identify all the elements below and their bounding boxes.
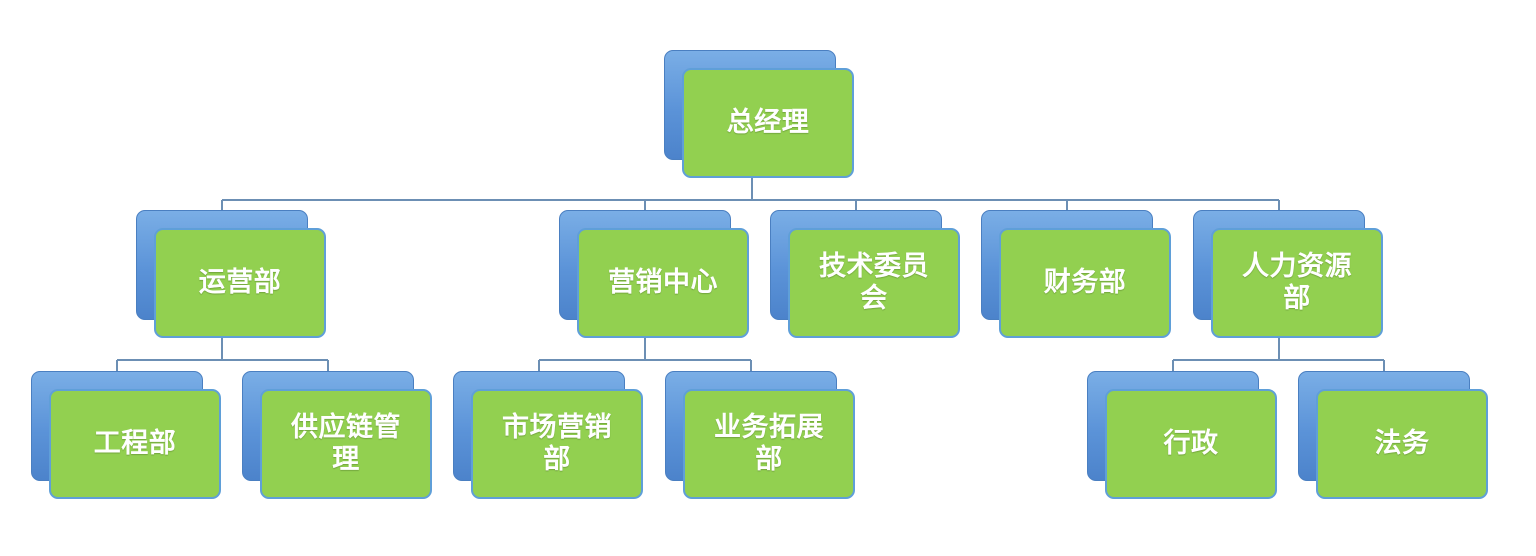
node-label: 供应链管理 bbox=[291, 412, 401, 475]
node-market-marketing: 市场营销部 bbox=[453, 371, 643, 499]
node-marketing-center: 营销中心 bbox=[559, 210, 749, 338]
node-label: 总经理 bbox=[726, 107, 810, 138]
node-box: 营销中心 bbox=[577, 228, 749, 338]
node-box: 总经理 bbox=[682, 68, 854, 178]
node-label: 法务 bbox=[1374, 428, 1430, 459]
node-label: 工程部 bbox=[93, 428, 177, 459]
node-label: 运营部 bbox=[198, 267, 282, 298]
node-general-manager: 总经理 bbox=[664, 50, 854, 178]
node-label: 行政 bbox=[1163, 428, 1219, 459]
node-engineering: 工程部 bbox=[31, 371, 221, 499]
node-administration: 行政 bbox=[1087, 371, 1277, 499]
node-label: 市场营销部 bbox=[502, 412, 612, 475]
node-box: 市场营销部 bbox=[471, 389, 643, 499]
node-supply-chain: 供应链管理 bbox=[242, 371, 432, 499]
node-operations: 运营部 bbox=[136, 210, 326, 338]
node-box: 工程部 bbox=[49, 389, 221, 499]
node-business-development: 业务拓展部 bbox=[665, 371, 855, 499]
node-technical-committee: 技术委员会 bbox=[770, 210, 960, 338]
node-box: 技术委员会 bbox=[788, 228, 960, 338]
node-box: 行政 bbox=[1105, 389, 1277, 499]
node-finance: 财务部 bbox=[981, 210, 1171, 338]
node-label: 技术委员会 bbox=[819, 251, 929, 314]
node-box: 财务部 bbox=[999, 228, 1171, 338]
node-label: 财务部 bbox=[1043, 267, 1127, 298]
node-label: 人力资源部 bbox=[1242, 251, 1352, 314]
node-box: 法务 bbox=[1316, 389, 1488, 499]
node-human-resources: 人力资源部 bbox=[1193, 210, 1383, 338]
node-label: 业务拓展部 bbox=[714, 412, 824, 475]
node-label: 营销中心 bbox=[608, 267, 718, 298]
node-box: 运营部 bbox=[154, 228, 326, 338]
node-box: 人力资源部 bbox=[1211, 228, 1383, 338]
node-legal: 法务 bbox=[1298, 371, 1488, 499]
node-box: 供应链管理 bbox=[260, 389, 432, 499]
node-box: 业务拓展部 bbox=[683, 389, 855, 499]
